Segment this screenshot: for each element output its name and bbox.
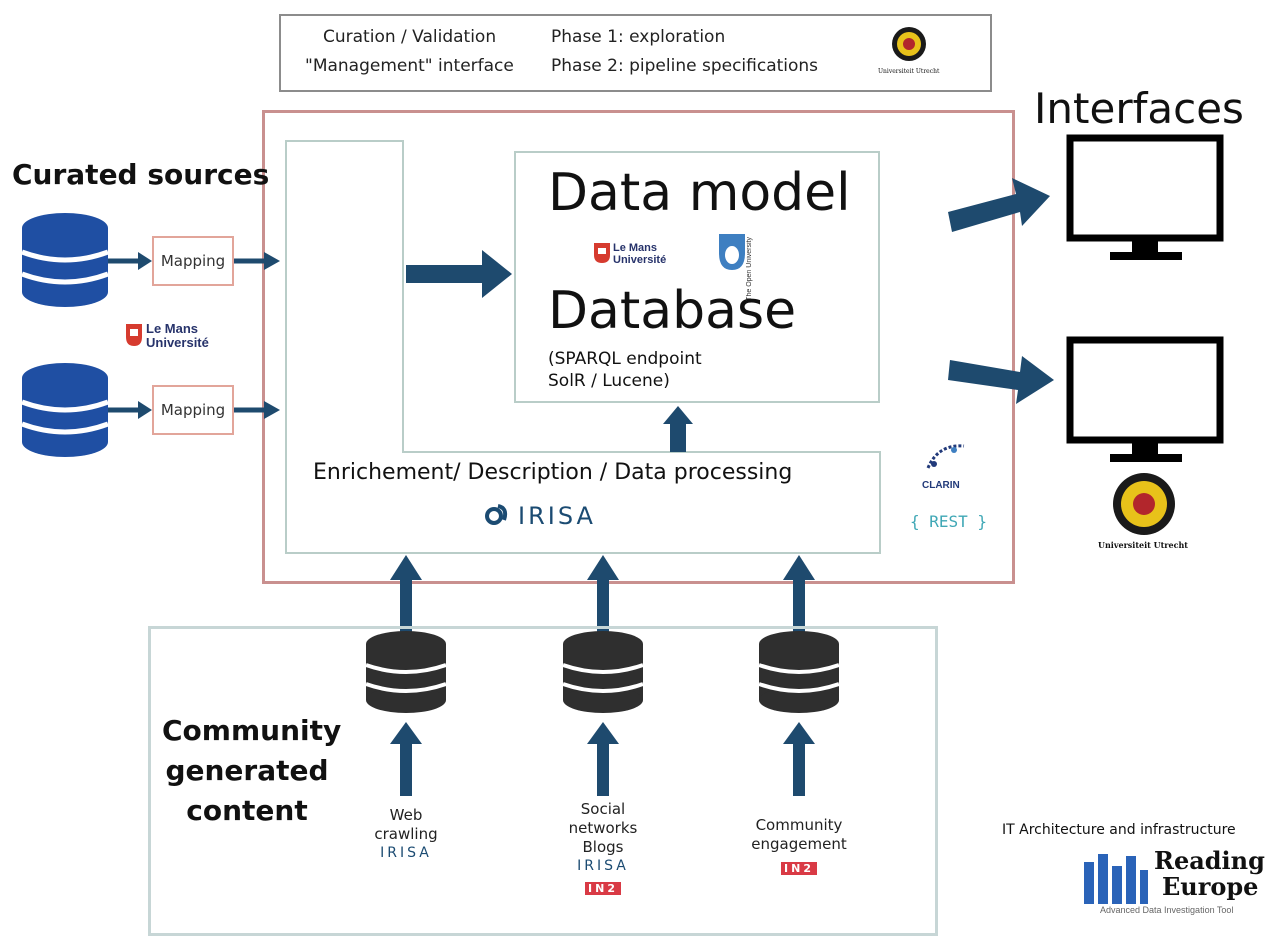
source-social-irisa: IRISA — [577, 858, 629, 874]
community-title-line2: generated — [165, 754, 329, 787]
brand-line1: Reading — [1154, 846, 1265, 875]
curated-arrows — [108, 252, 280, 419]
lemans-logo-line2: Université — [613, 254, 667, 266]
irisa-logo-icon — [485, 504, 508, 525]
community-database-2-icon — [562, 631, 644, 713]
source-social-line3: Blogs — [582, 838, 624, 856]
source-web-line2: crawling — [374, 825, 438, 843]
monitor-1-icon — [1066, 134, 1224, 260]
data-model-box: Data model Database (SPARQL endpoint Sol… — [514, 151, 880, 403]
lemans-curated-shield-icon — [126, 324, 142, 346]
reading-europe-logo-icon — [1084, 854, 1148, 904]
source-social-line2: networks — [568, 819, 638, 837]
clarin-label: CLARIN — [922, 480, 960, 491]
source-community-engagement: Community engagement IN2 — [739, 816, 859, 878]
source-social-networks: Social networks Blogs IRISA IN2 — [543, 800, 663, 898]
community-title-line3: content — [186, 794, 308, 827]
source-engagement-in2: IN2 — [781, 862, 817, 875]
lemans-curated-line1: Le Mans — [146, 321, 199, 336]
management-interface-label: "Management" interface — [305, 56, 514, 76]
mapping-box-1: Mapping — [152, 236, 234, 286]
community-arrows — [390, 555, 815, 796]
source-engagement-line1: Community — [755, 816, 843, 834]
brand-line2: Europe — [1162, 872, 1259, 901]
source-web-irisa: IRISA — [380, 845, 432, 861]
curated-database-2-icon — [21, 363, 109, 457]
arrow-to-database — [663, 406, 693, 452]
curated-sources-title: Curated sources — [12, 158, 270, 191]
utrecht-seal-text: Universiteit Utrecht — [878, 68, 940, 75]
footer-caption: IT Architecture and infrastructure — [1002, 822, 1236, 838]
mapping-box-2: Mapping — [152, 385, 234, 435]
lemans-shield-icon — [594, 243, 610, 263]
community-title-line1: Community — [162, 714, 342, 747]
utrecht-interfaces-seal-icon — [1113, 473, 1175, 535]
phase1-label: Phase 1: exploration — [551, 27, 726, 47]
lemans-curated-line2: Université — [146, 335, 209, 350]
database-title: Database — [548, 281, 797, 341]
source-engagement-line2: engagement — [751, 835, 847, 853]
source-web-line1: Web — [389, 806, 423, 824]
platform-box — [262, 110, 1015, 584]
endpoint-line1: (SPARQL endpoint — [548, 349, 702, 369]
source-web-crawling: Web crawling IRISA — [346, 806, 466, 863]
open-university-icon — [719, 234, 745, 270]
monitor-2-icon — [1066, 336, 1224, 462]
utrecht-interfaces-text: Universiteit Utrecht — [1098, 540, 1188, 550]
utrecht-seal-icon — [892, 27, 926, 61]
irisa-enrichment-label: IRISA — [518, 502, 596, 530]
arrows-to-interfaces — [948, 178, 1054, 404]
curated-database-1-icon — [21, 213, 109, 307]
rest-label: { REST } — [910, 512, 988, 531]
management-curation-label: Curation / Validation — [323, 27, 497, 47]
phase2-label: Phase 2: pipeline specifications — [551, 56, 819, 76]
management-interface-box: Curation / Validation "Management" inter… — [279, 14, 992, 92]
source-social-line1: Social — [580, 800, 626, 818]
arrow-to-data-model — [406, 250, 512, 298]
brand-tagline: Advanced Data Investigation Tool — [1100, 905, 1234, 915]
community-database-1-icon — [365, 631, 447, 713]
enrichment-label: Enrichement/ Description / Data processi… — [313, 460, 793, 485]
lemans-logo-line1: Le Mans — [613, 242, 658, 254]
data-model-title: Data model — [548, 163, 851, 223]
interfaces-title: Interfaces — [1034, 84, 1244, 133]
clarin-logo-icon — [926, 444, 965, 469]
community-database-3-icon — [758, 631, 840, 713]
source-social-in2: IN2 — [585, 882, 621, 895]
endpoint-line2: SolR / Lucene) — [548, 371, 670, 391]
